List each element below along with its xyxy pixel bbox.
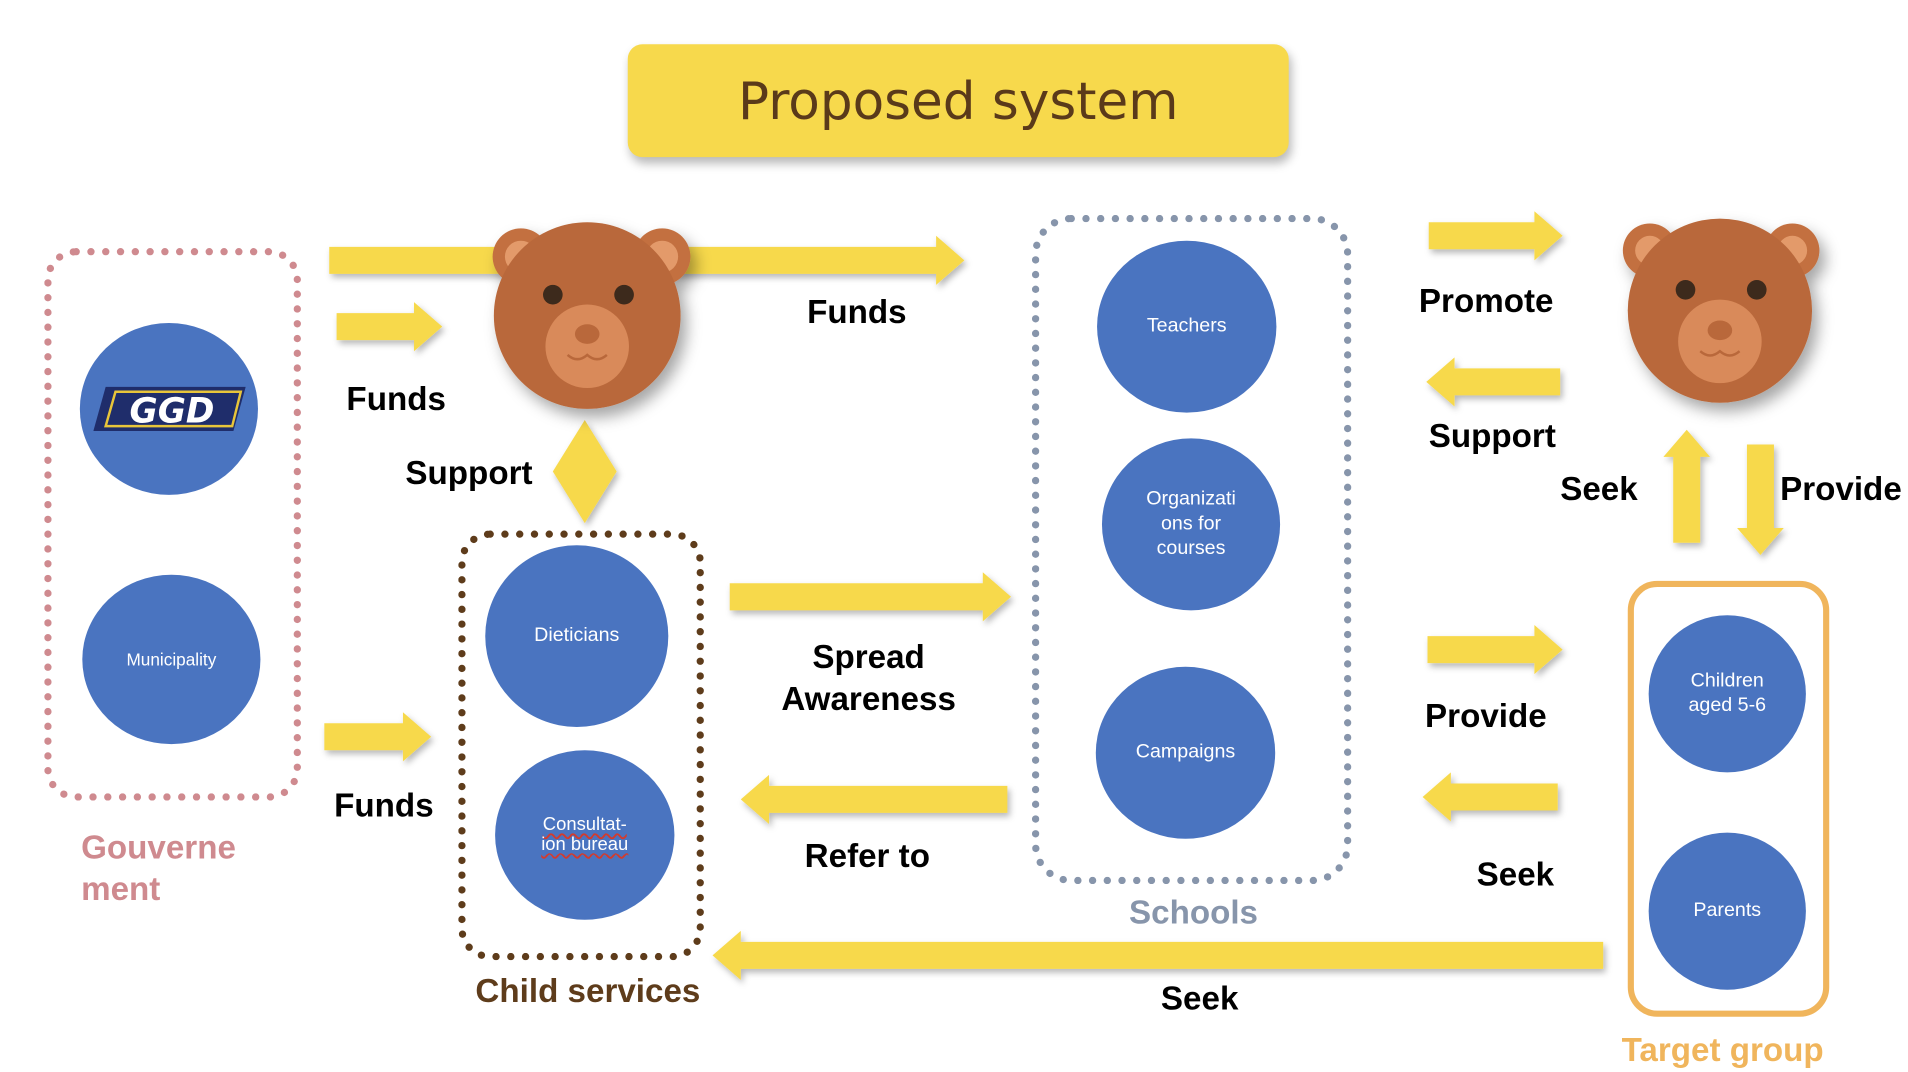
provide-down-label: Provide	[1780, 470, 1902, 508]
campaigns-label: Campaigns	[1135, 741, 1236, 763]
child-services-label: Child services	[475, 972, 701, 1010]
organizations-label: Organizati ons for courses	[1146, 488, 1236, 559]
arrow-right-icon	[1427, 625, 1563, 675]
seek-up-label: Seek	[1560, 470, 1638, 508]
schools-group	[1031, 214, 1352, 885]
arrow-right-icon	[336, 302, 443, 352]
support-label: Support	[405, 454, 533, 492]
bear-icon	[1622, 218, 1820, 403]
spread-awareness-label: Spread Awareness	[781, 638, 956, 718]
title-banner: Proposed system	[627, 44, 1289, 158]
provide-right-label: Provide	[1425, 697, 1547, 735]
schools-label: Schools	[1128, 893, 1259, 931]
refer-to-label: Refer to	[804, 837, 930, 875]
municipality-node: Municipality	[82, 574, 261, 745]
municipality-label: Municipality	[126, 649, 217, 670]
ggd-logo-circle: GGD	[79, 322, 258, 495]
parents-label: Parents	[1693, 900, 1762, 922]
teachers-node: Teachers	[1097, 240, 1277, 413]
organizations-node: Organizati ons for courses	[1101, 438, 1281, 611]
funds-bear-label: Funds	[346, 380, 446, 418]
children-label: Children aged 5-6	[1688, 670, 1767, 716]
svg-text:GGD: GGD	[129, 391, 214, 431]
target-group-box	[1627, 580, 1830, 1017]
teachers-label: Teachers	[1146, 315, 1227, 337]
arrow-down-icon	[1737, 444, 1784, 556]
children-node: Children aged 5-6	[1648, 615, 1806, 773]
arrow-right-icon	[324, 712, 432, 762]
target-group-label: Target group	[1621, 1031, 1824, 1069]
government-group	[44, 248, 301, 801]
support-right-label: Support	[1428, 417, 1556, 455]
diamond-icon	[552, 419, 617, 524]
government-label: Gouverne ment	[81, 828, 236, 908]
seek-left-label: Seek	[1476, 855, 1555, 893]
promote-label: Promote	[1418, 282, 1554, 320]
arrow-right-icon	[729, 572, 1012, 622]
dieticians-label: Dieticians	[534, 625, 620, 646]
arrow-left-icon	[1426, 357, 1561, 407]
arrow-up-icon	[1663, 429, 1711, 543]
child-services-group	[458, 530, 704, 961]
ggd-logo-icon: GGD	[92, 386, 246, 431]
parents-node: Parents	[1648, 832, 1806, 990]
page-title: Proposed system	[737, 70, 1179, 131]
funds-bottom-label: Funds	[334, 787, 434, 824]
arrow-right-icon	[1428, 211, 1563, 261]
arrow-left-icon	[740, 774, 1008, 824]
dieticians-node: Dieticians	[485, 545, 669, 727]
arrow-left-icon	[1422, 772, 1558, 822]
campaigns-node: Campaigns	[1095, 666, 1276, 839]
consultation-bureau-label: Consultat- ion bureau	[541, 814, 629, 855]
seek-bottom-label: Seek	[1160, 979, 1239, 1017]
consultation-bureau-node: Consultat- ion bureau	[495, 750, 675, 920]
funds-top-label: Funds	[807, 293, 907, 331]
arrow-left-icon	[712, 930, 1604, 980]
bear-icon	[492, 222, 691, 409]
